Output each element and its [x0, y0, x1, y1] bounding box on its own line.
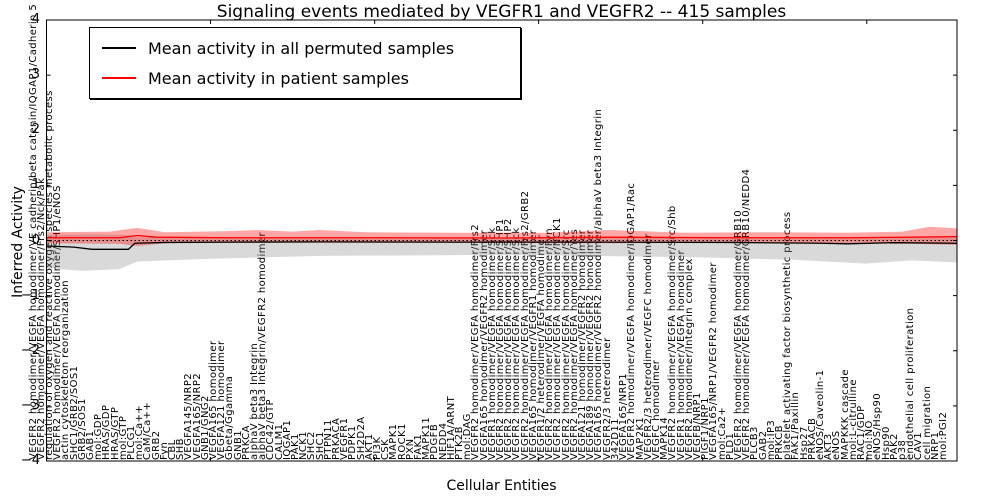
legend-entry: Mean activity in all permuted samples — [102, 36, 454, 60]
line-patient — [46, 234, 958, 239]
y-tick-label: 0 — [31, 232, 40, 248]
x-axis-label: Cellular Entities — [446, 478, 557, 494]
legend-line-swatch — [102, 47, 136, 49]
legend-entry: Mean activity in patient samples — [102, 66, 409, 90]
y-tick-label: 3 — [31, 67, 40, 83]
y-tick-label: −3 — [20, 397, 40, 413]
y-tick-label: 4 — [31, 12, 40, 27]
y-tick-label: 2 — [31, 122, 40, 138]
legend-line-swatch — [102, 77, 136, 79]
band-patient — [46, 226, 957, 247]
legend-label: Mean activity in all permuted samples — [148, 38, 455, 58]
y-tick-label: −1 — [20, 287, 40, 303]
y-tick-label: 1 — [31, 177, 40, 193]
y-tick-label: −2 — [20, 342, 40, 358]
legend-label: Mean activity in patient samples — [148, 68, 409, 88]
band-permuted — [46, 234, 957, 271]
chart-title: Signaling events mediated by VEGFR1 and … — [216, 2, 787, 22]
y-tick-label: −4 — [20, 453, 40, 468]
line-permuted — [46, 241, 958, 250]
